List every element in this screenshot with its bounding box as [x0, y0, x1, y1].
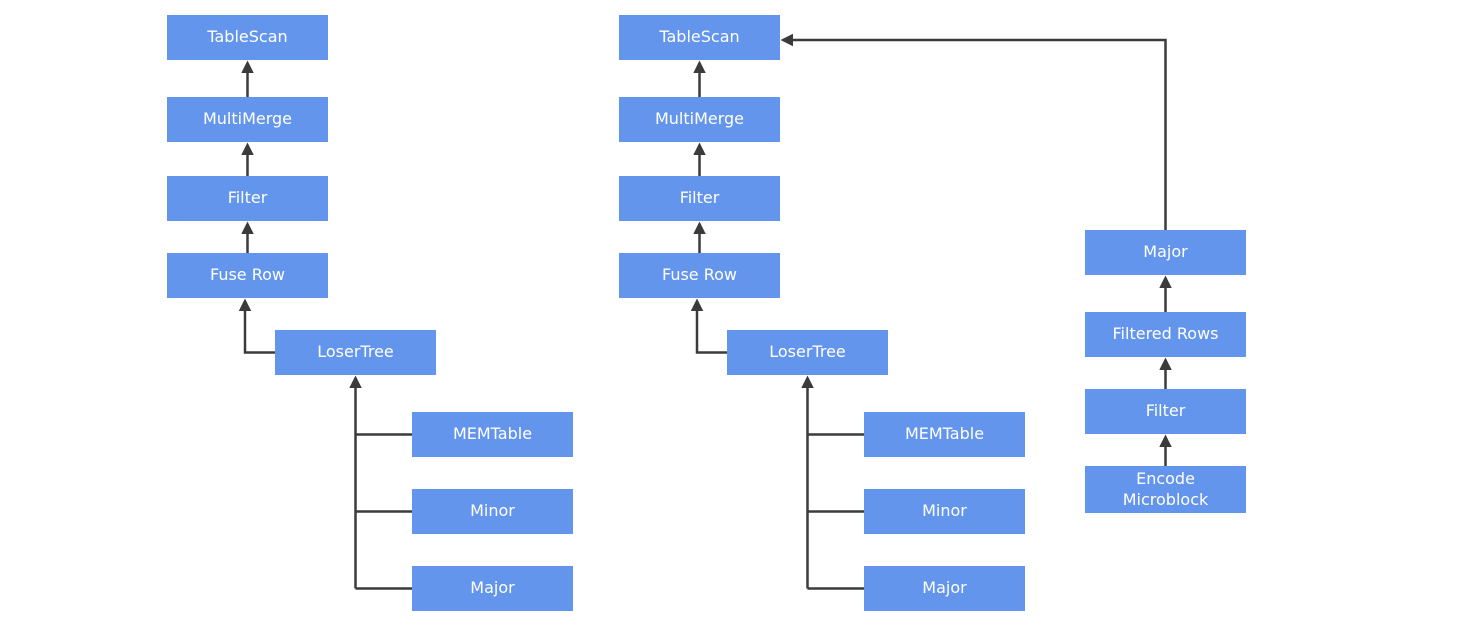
node-middle-major: Major: [864, 566, 1025, 611]
node-label: Minor: [470, 501, 515, 521]
node-left-losertree: LoserTree: [275, 330, 436, 375]
node-middle-losertree: LoserTree: [727, 330, 888, 375]
node-label: Fuse Row: [209, 265, 285, 285]
arrow-right-major-to-middle-tablescan: [780, 33, 1167, 230]
node-middle-minor: Minor: [864, 489, 1025, 534]
node-right-filter: Filter: [1085, 389, 1246, 434]
node-left-memtable: MEMTable: [412, 412, 573, 457]
node-label: MEMTable: [452, 424, 533, 444]
node-label: Filter: [1145, 401, 1186, 421]
arrow-middle-losertree-to-fuserow: [690, 298, 727, 354]
node-left-tablescan: TableScan: [167, 15, 328, 60]
node-label: Minor: [922, 501, 967, 521]
node-middle-multimerge: MultiMerge: [619, 97, 780, 142]
node-right-major: Major: [1085, 230, 1246, 275]
node-label: MultiMerge: [202, 109, 293, 129]
node-label: TableScan: [659, 27, 740, 47]
node-label: LoserTree: [317, 342, 394, 362]
node-label: MEMTable: [904, 424, 985, 444]
node-label: Filter: [679, 188, 720, 208]
node-left-filter: Filter: [167, 176, 328, 221]
arrow-left-losertree-to-fuserow: [238, 298, 275, 354]
node-label: Fuse Row: [661, 265, 737, 285]
node-left-major: Major: [412, 566, 573, 611]
node-middle-memtable: MEMTable: [864, 412, 1025, 457]
node-label: TableScan: [207, 27, 288, 47]
node-label: LoserTree: [769, 342, 846, 362]
node-middle-tablescan: TableScan: [619, 15, 780, 60]
node-label: Major: [922, 578, 967, 598]
node-left-fuse-row: Fuse Row: [167, 253, 328, 298]
node-label: Filtered Rows: [1112, 324, 1219, 344]
node-right-encode-microblock: Encode Microblock: [1085, 466, 1246, 513]
node-label: Major: [470, 578, 515, 598]
node-right-filtered-rows: Filtered Rows: [1085, 312, 1246, 357]
node-middle-fuse-row: Fuse Row: [619, 253, 780, 298]
node-middle-filter: Filter: [619, 176, 780, 221]
node-label: Major: [1143, 242, 1188, 262]
node-label: Filter: [227, 188, 268, 208]
node-left-minor: Minor: [412, 489, 573, 534]
node-label: MultiMerge: [654, 109, 745, 129]
node-left-multimerge: MultiMerge: [167, 97, 328, 142]
node-label: Encode Microblock: [1122, 468, 1209, 509]
